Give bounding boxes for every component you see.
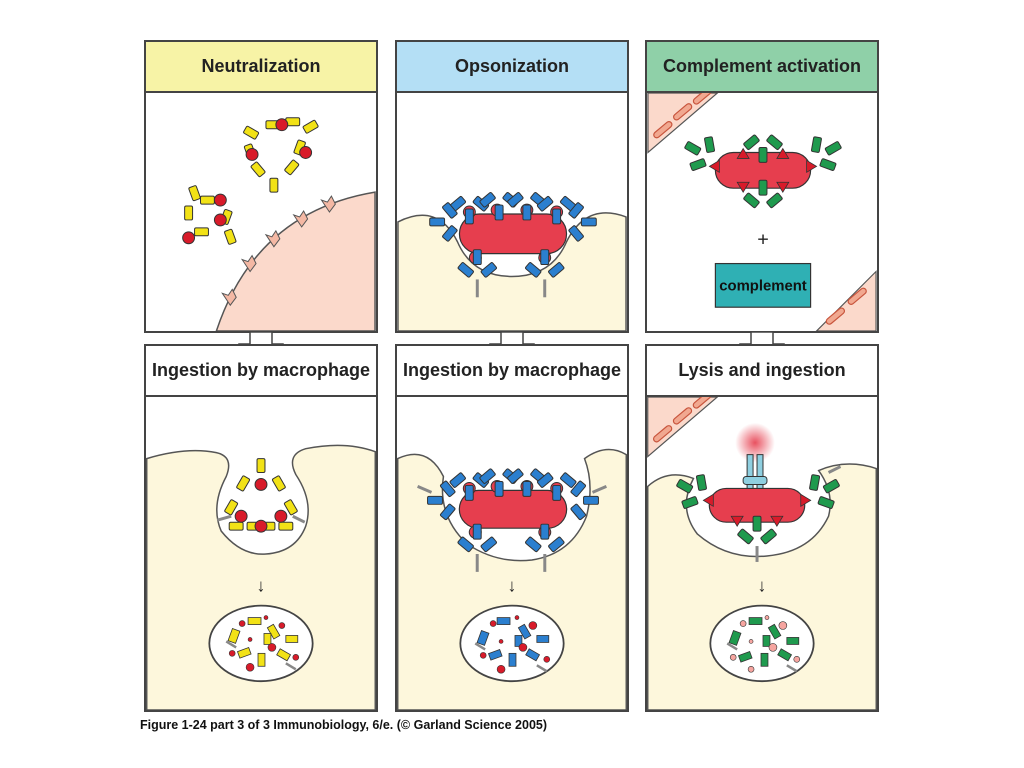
degraded-fragments <box>474 615 551 674</box>
toxin-antibody-complex <box>216 458 306 533</box>
cell-receptors <box>221 195 336 307</box>
bacterium <box>458 489 568 529</box>
lysis-glow <box>735 422 775 463</box>
complement-label: complement <box>719 278 807 294</box>
panel-neutralization: Neutralization <box>144 40 378 333</box>
degraded-fragments <box>726 615 801 673</box>
panel-ingestion-opsonized: Ingestion by macrophage ↓ <box>395 344 629 712</box>
complement-illustration: + complement <box>647 93 877 331</box>
neutralization-illustration <box>146 93 376 331</box>
down-arrow-icon: ↓ <box>257 576 266 596</box>
panel-title: Complement activation <box>647 42 877 93</box>
blood-vessel <box>647 93 877 331</box>
plus-sign: + <box>757 229 769 251</box>
panel-complement-activation: Complement activation <box>645 40 879 333</box>
bacterium <box>458 213 568 255</box>
phagolysosome <box>208 604 314 683</box>
panel-title: Neutralization <box>146 42 376 93</box>
lysis-illustration: ↓ <box>647 397 877 710</box>
phagolysosome <box>459 604 565 683</box>
panel-lysis-ingestion: Lysis and ingestion <box>645 344 879 712</box>
macrophage <box>146 444 376 710</box>
phagolysosome <box>709 604 815 683</box>
degraded-fragments <box>225 615 300 672</box>
figure-caption: Figure 1-24 part 3 of 3 Immunobiology, 6… <box>140 718 548 732</box>
host-cell <box>215 191 376 331</box>
panel-title: Opsonization <box>397 42 627 93</box>
panel-opsonization: Opsonization <box>395 40 629 333</box>
opsonization-illustration <box>397 93 627 331</box>
macrophage <box>647 463 877 710</box>
toxin-antibody-complex <box>182 185 237 245</box>
complement-box <box>714 262 812 308</box>
ingestion-illustration: ↓ <box>397 397 627 710</box>
macrophage <box>397 212 627 331</box>
panel-ingestion-neutralized: Ingestion by macrophage <box>144 344 378 712</box>
panel-title: Ingestion by macrophage <box>146 346 376 397</box>
panel-title: Lysis and ingestion <box>647 346 877 397</box>
membrane-attack-complex <box>742 454 768 489</box>
down-arrow-icon: ↓ <box>758 576 767 596</box>
toxin-antibody-complex <box>243 117 319 193</box>
ingestion-illustration: ↓ <box>146 397 376 710</box>
macrophage <box>397 448 627 710</box>
blood-vessel <box>647 397 719 458</box>
down-arrow-icon: ↓ <box>508 576 517 596</box>
panel-title: Ingestion by macrophage <box>397 346 627 397</box>
